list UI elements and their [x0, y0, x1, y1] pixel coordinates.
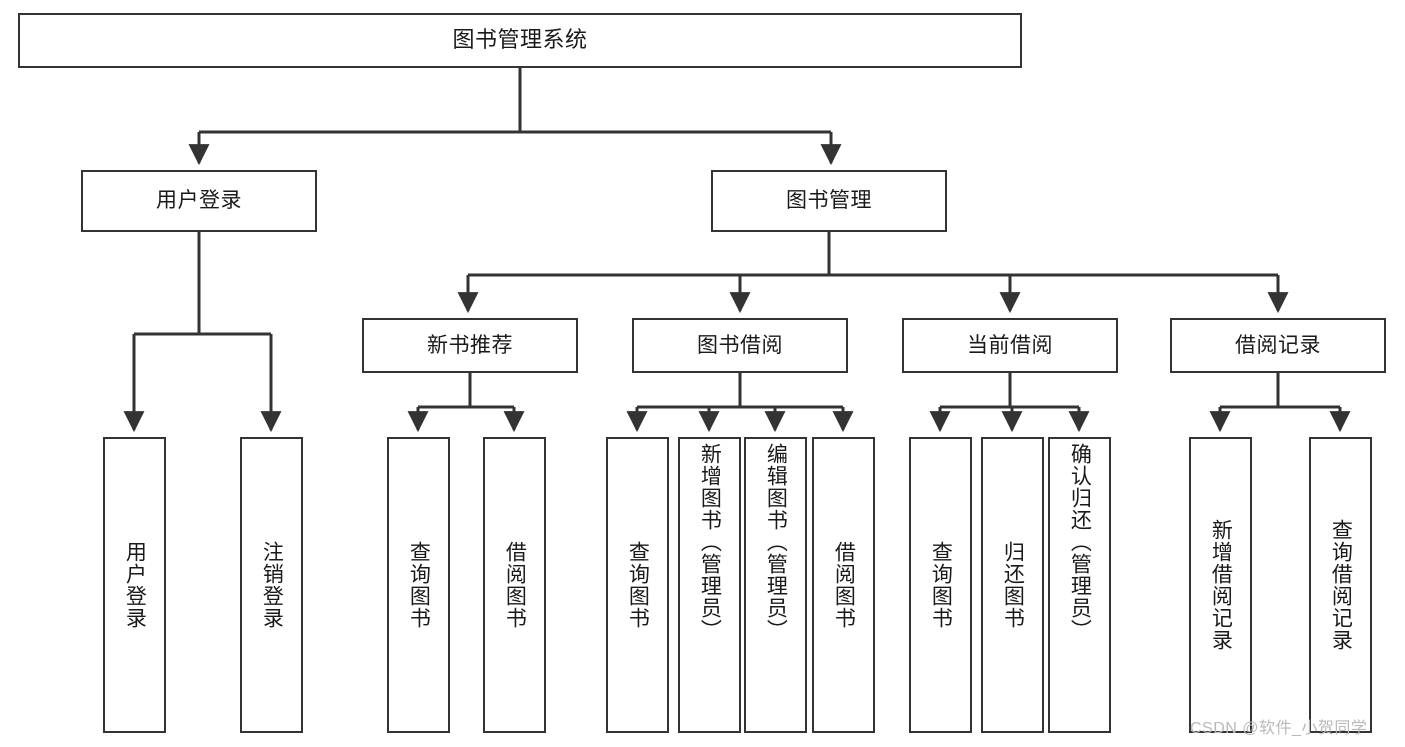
node-leaf-label: 借阅图书: [503, 541, 527, 629]
node-new-book-recommend-label: 新书推荐: [427, 333, 513, 357]
node-current-borrow-label: 当前借阅: [967, 333, 1053, 357]
node-leaf-borrow-book[interactable]: 借阅图书: [812, 437, 875, 733]
node-root-label: 图书管理系统: [452, 27, 588, 53]
node-user-login[interactable]: 用户登录: [81, 170, 317, 232]
node-borrow-record-label: 借阅记录: [1235, 333, 1321, 357]
node-root-system[interactable]: 图书管理系统: [18, 13, 1022, 68]
node-leaf-label: 新增借阅记录: [1209, 519, 1233, 651]
node-leaf-label: 确认归还（管理员）: [1068, 443, 1092, 641]
node-book-borrow-label: 图书借阅: [697, 333, 783, 357]
node-leaf-query-book-borrow[interactable]: 查询图书: [606, 437, 669, 733]
node-leaf-label: 借阅图书: [832, 541, 856, 629]
node-leaf-return-book[interactable]: 归还图书: [981, 437, 1044, 733]
node-leaf-user-login[interactable]: 用户登录: [103, 437, 166, 733]
node-leaf-borrow-book-recommend[interactable]: 借阅图书: [483, 437, 546, 733]
node-user-login-label: 用户登录: [156, 189, 242, 213]
node-leaf-logout[interactable]: 注销登录: [240, 437, 303, 733]
node-leaf-query-borrow-record[interactable]: 查询借阅记录: [1309, 437, 1372, 733]
node-current-borrow[interactable]: 当前借阅: [902, 318, 1118, 373]
node-leaf-query-book-current[interactable]: 查询图书: [909, 437, 972, 733]
node-new-book-recommend[interactable]: 新书推荐: [362, 318, 578, 373]
node-leaf-label: 查询图书: [407, 541, 431, 629]
node-leaf-add-book-admin[interactable]: 新增图书（管理员）: [678, 437, 741, 733]
node-leaf-label: 查询图书: [929, 541, 953, 629]
node-book-management[interactable]: 图书管理: [711, 170, 947, 232]
node-leaf-confirm-return-admin[interactable]: 确认归还（管理员）: [1048, 437, 1111, 733]
node-leaf-label: 新增图书（管理员）: [698, 443, 722, 641]
node-book-management-label: 图书管理: [786, 189, 872, 213]
node-leaf-label: 归还图书: [1001, 541, 1025, 629]
node-leaf-query-book-recommend[interactable]: 查询图书: [387, 437, 450, 733]
node-leaf-label: 查询借阅记录: [1329, 519, 1353, 651]
node-leaf-label: 用户登录: [123, 541, 147, 629]
node-borrow-record[interactable]: 借阅记录: [1170, 318, 1386, 373]
node-leaf-edit-book-admin[interactable]: 编辑图书（管理员）: [744, 437, 807, 733]
watermark-csdn: CSDN @软件_小贺同学: [1190, 720, 1368, 737]
node-book-borrow[interactable]: 图书借阅: [632, 318, 848, 373]
node-leaf-label: 查询图书: [626, 541, 650, 629]
node-leaf-add-borrow-record[interactable]: 新增借阅记录: [1189, 437, 1252, 733]
node-leaf-label: 编辑图书（管理员）: [764, 443, 788, 641]
node-leaf-label: 注销登录: [260, 541, 284, 629]
